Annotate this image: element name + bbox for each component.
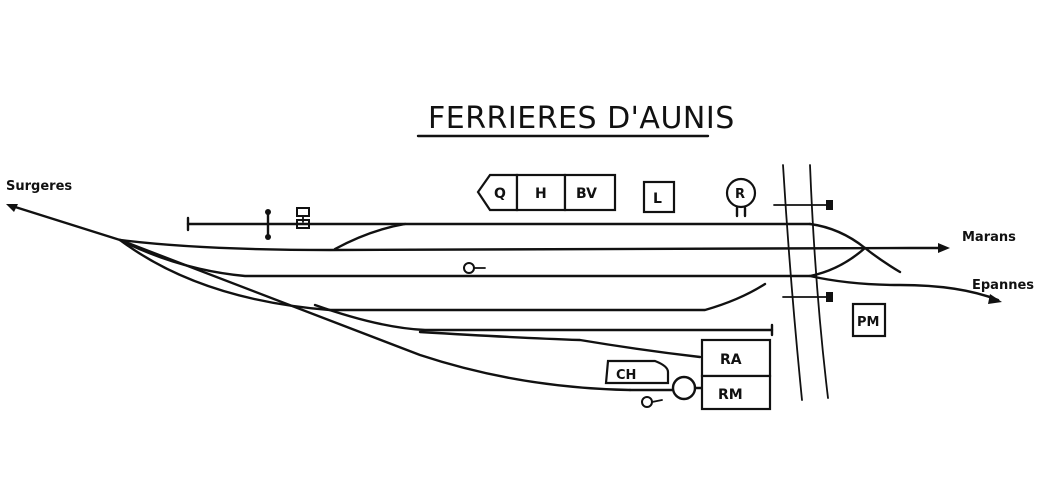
gate-marker-bottom — [782, 292, 833, 302]
track-to-ra — [418, 330, 702, 359]
ground-signal-icon — [463, 262, 486, 274]
svg-text:PM: PM — [857, 315, 879, 330]
track-to-rm — [628, 375, 704, 401]
svg-text:Q: Q — [494, 186, 506, 202]
building-bv: BV — [563, 173, 617, 212]
building-quai: Q — [476, 173, 519, 212]
gate-marker-top — [773, 200, 833, 210]
siding-lower — [118, 238, 767, 312]
blank-strip — [0, 430, 1040, 487]
label-epannes: Epannes — [972, 278, 1034, 293]
building-halle: H — [515, 173, 567, 212]
building-pm: PM — [851, 302, 887, 338]
track-to-epannes — [808, 246, 1002, 304]
svg-text:R: R — [735, 187, 745, 202]
svg-text:BV: BV — [576, 186, 597, 202]
ground-signal-depot-icon — [641, 396, 663, 408]
building-ra: RA — [700, 338, 772, 378]
svg-text:CH: CH — [616, 368, 636, 383]
loop-track — [118, 238, 867, 278]
road-crossing — [782, 164, 829, 401]
building-lamp: L — [642, 180, 676, 214]
main-track — [118, 238, 950, 253]
building-rm: RM — [700, 374, 772, 411]
label-surgeres: Surgeres — [6, 179, 72, 194]
signal-icon — [265, 209, 271, 240]
track-to-surgeres — [6, 204, 122, 242]
building-ch: CH — [604, 359, 670, 385]
svg-text:H: H — [535, 186, 547, 202]
turntable-icon — [671, 375, 697, 401]
svg-text:RA: RA — [720, 352, 742, 368]
gauge-icon — [296, 207, 310, 229]
svg-text:L: L — [653, 191, 662, 207]
label-marans: Marans — [962, 230, 1016, 245]
siding-top — [186, 216, 867, 251]
svg-text:RM: RM — [718, 387, 743, 403]
depot-approach — [118, 238, 632, 392]
siding-yard — [313, 303, 774, 337]
building-reservoir: R — [725, 177, 757, 218]
diagram-title: FERRIERES D'AUNIS — [428, 101, 735, 136]
